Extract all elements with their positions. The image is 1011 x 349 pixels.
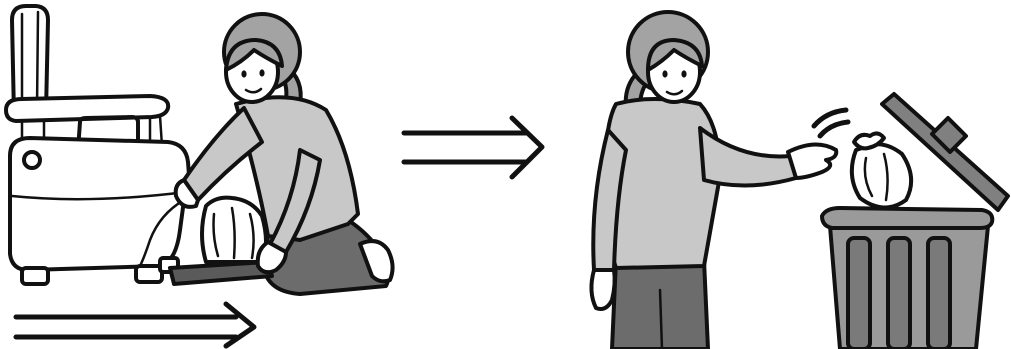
commode-knob	[24, 152, 40, 168]
kneeling-woman	[170, 14, 393, 294]
standing-woman-left-hand	[591, 270, 614, 309]
commode-foot-left	[22, 268, 48, 284]
trash-can	[822, 94, 1008, 349]
standing-woman-left-eye	[662, 70, 667, 77]
portable-commode	[6, 6, 190, 284]
bottom-arrow-head	[226, 304, 254, 346]
double-right-arrow-icon	[16, 304, 254, 346]
motion-lines	[814, 110, 848, 136]
trash-can-rim	[822, 208, 992, 228]
trash-can-slot	[928, 238, 950, 349]
thrown-bag-body	[852, 144, 911, 207]
trash-can-slot	[888, 238, 910, 349]
middle-arrow-shaft	[404, 133, 526, 162]
kneeling-woman-right-eye	[259, 69, 264, 76]
trash-can-slot	[848, 238, 870, 349]
standing-woman-right-eye	[681, 70, 686, 77]
thrown-bag	[852, 133, 911, 207]
standing-woman-right-hand	[788, 144, 836, 178]
right-arrow-icon	[404, 118, 542, 177]
standing-woman-right-arm	[700, 128, 796, 186]
kneeling-woman-left-eye	[241, 70, 246, 77]
standing-woman	[591, 12, 836, 349]
middle-arrow-head	[512, 118, 542, 177]
bottom-arrow-shaft	[16, 317, 236, 337]
